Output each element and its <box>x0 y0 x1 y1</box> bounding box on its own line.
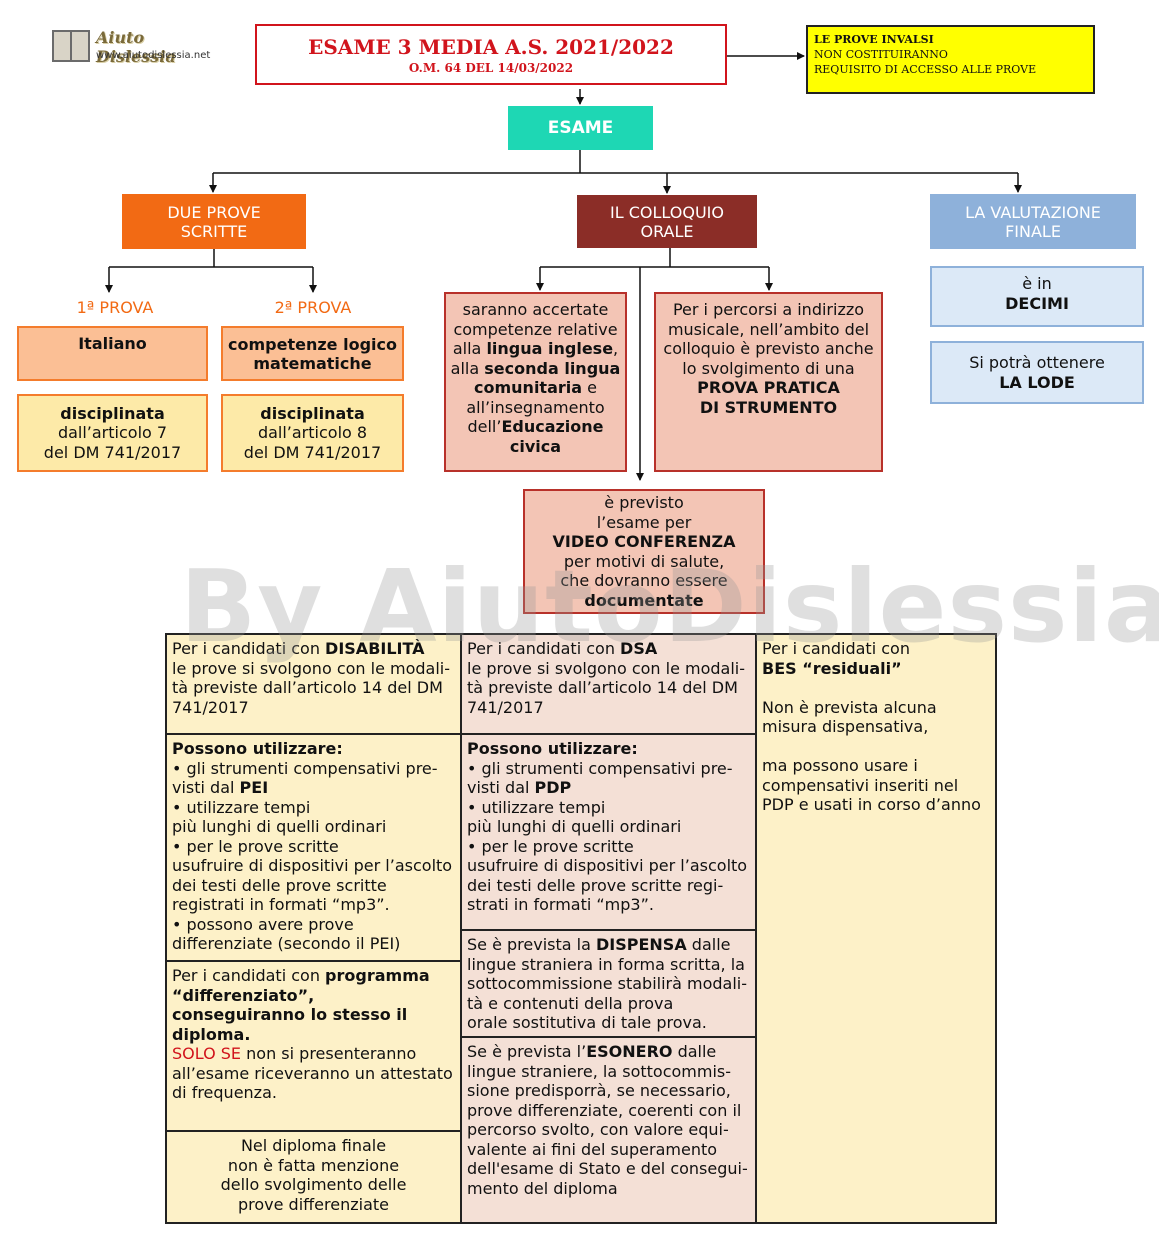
column-disabilita: Per i candidati con DISABILITÀ le prove … <box>167 635 462 1222</box>
scritte-line2: SCRITTE <box>180 221 248 241</box>
scritte-node: DUE PROVE SCRITTE <box>122 194 306 249</box>
prova2-ref-l3: del DM 741/2017 <box>243 442 382 462</box>
lingue-l5: comunitaria e <box>474 378 597 397</box>
logo-url: www.aiutodislessia.net <box>96 50 211 61</box>
invalsi-line1: LE PROVE INVALSI <box>814 33 934 46</box>
valutazione-decimi: è in DECIMI <box>930 266 1144 327</box>
disabilita-intro: Per i candidati con DISABILITÀ le prove … <box>172 639 450 717</box>
dsa-possono: Possono utilizzare: • gli strumenti comp… <box>462 733 755 929</box>
watermark: By AiutoDislessia.net <box>180 548 1159 665</box>
candidates-table: Per i candidati con DISABILITÀ le prove … <box>165 633 997 1224</box>
video-l2: l’esame per <box>596 512 692 532</box>
lingue-l3: alla lingua inglese, <box>452 339 619 358</box>
orale-lingue-box: saranno accertate competenze relative al… <box>444 292 627 472</box>
disabilita-differenziato: Per i candidati con programma “differenz… <box>167 960 460 1130</box>
logo: Aiuto Dislessia www.aiutodislessia.net <box>52 28 212 68</box>
strumento-l1: Per i percorsi a indirizzo <box>672 300 865 319</box>
valutazione-line2: FINALE <box>1005 221 1061 241</box>
orale-line1: IL COLLOQUIO <box>610 202 724 222</box>
prova1-subject: Italiano <box>17 326 208 381</box>
strumento-l5: PROVA PRATICA <box>697 378 840 397</box>
lode-l1: Si potrà ottenere <box>969 353 1105 372</box>
prova1-ref-l2: dall’articolo 7 <box>57 423 168 443</box>
prova2-subject: competenze logico matematiche <box>221 326 404 381</box>
prova1-subject-text: Italiano <box>78 334 147 353</box>
orale-video-box: è previsto l’esame per VIDEO CONFERENZA … <box>523 489 765 614</box>
valutazione-line1: LA VALUTAZIONE <box>965 202 1101 222</box>
decimi-l2: DECIMI <box>1005 293 1069 313</box>
lingue-l4: alla seconda lingua <box>450 358 621 378</box>
prova2-reference: disciplinata dall’articolo 8 del DM 741/… <box>221 394 404 472</box>
title-box: ESAME 3 MEDIA A.S. 2021/2022 O.M. 64 DEL… <box>255 24 727 85</box>
valutazione-lode: Si potrà ottenere LA LODE <box>930 341 1144 404</box>
video-l5: che dovranno essere <box>560 571 728 590</box>
prova1-ref-l3: del DM 741/2017 <box>43 442 182 462</box>
strumento-l6: DI STRUMENTO <box>699 397 838 417</box>
title-main: ESAME 3 MEDIA A.S. 2021/2022 <box>308 34 674 59</box>
prova2-label: 2ª PROVA <box>274 297 352 317</box>
disabilita-possono: Possono utilizzare: • gli strumenti comp… <box>167 733 460 960</box>
invalsi-line3: REQUISITO DI ACCESSO ALLE PROVE <box>814 63 1037 76</box>
invalsi-line2: NON COSTITUIRANNO <box>814 48 948 61</box>
lode-l2: LA LODE <box>999 372 1075 392</box>
prova2-ref-l1: disciplinata <box>260 403 365 423</box>
video-l6: documentate <box>584 590 704 610</box>
esame-node: ESAME <box>508 106 653 150</box>
strumento-l2: musicale, nell’ambito del <box>667 319 870 339</box>
video-l4: per motivi di salute, <box>563 551 725 571</box>
prova2-subject-l2: matematiche <box>253 353 372 373</box>
decimi-l1: è in <box>1022 274 1052 293</box>
valutazione-node: LA VALUTAZIONE FINALE <box>930 194 1136 249</box>
column-bes: Per i candidati con BES “residuali” Non … <box>757 635 995 1222</box>
lingue-l2: competenze relative <box>453 319 618 339</box>
title-sub: O.M. 64 DEL 14/03/2022 <box>408 60 574 75</box>
prova2-ref-l2: dall’articolo 8 <box>257 423 368 443</box>
prova1-ref-l1: disciplinata <box>60 403 165 423</box>
prova1-reference: disciplinata dall’articolo 7 del DM 741/… <box>17 394 208 472</box>
dsa-dispensa: Se è prevista la DISPENSA dalle lingue s… <box>462 929 755 1036</box>
dsa-esonero: Se è prevista l’ESONERO dalle lingue str… <box>462 1036 755 1222</box>
lingue-l8: civica <box>509 436 562 456</box>
bes-text: Per i candidati con BES “residuali” Non … <box>762 639 981 814</box>
book-icon <box>52 30 90 62</box>
column-dsa: Per i candidati con DSA le prove si svol… <box>462 635 757 1222</box>
disabilita-diploma: Nel diploma finale non è fatta menzione … <box>167 1130 460 1222</box>
strumento-l4: lo svolgimento di una <box>682 358 855 378</box>
orale-strumento-box: Per i percorsi a indirizzo musicale, nel… <box>654 292 883 472</box>
scritte-line1: DUE PROVE <box>167 202 261 222</box>
logo-name: Aiuto Dislessia <box>96 28 176 66</box>
invalsi-note: LE PROVE INVALSI NON COSTITUIRANNO REQUI… <box>806 25 1095 94</box>
orale-node: IL COLLOQUIO ORALE <box>577 195 757 248</box>
orale-line2: ORALE <box>640 221 694 241</box>
lingue-l6: all’insegnamento <box>466 397 605 417</box>
prova2-subject-l1: competenze logico <box>228 334 397 354</box>
dsa-intro: Per i candidati con DSA le prove si svol… <box>467 639 745 717</box>
video-l3: VIDEO CONFERENZA <box>552 532 736 551</box>
strumento-l3: colloquio è previsto anche <box>663 339 874 358</box>
lingue-l7: dell’Educazione <box>467 417 604 436</box>
video-l1: è previsto <box>604 493 684 512</box>
prova1-label: 1ª PROVA <box>76 297 154 317</box>
lingue-l1: saranno accertate <box>462 300 609 319</box>
